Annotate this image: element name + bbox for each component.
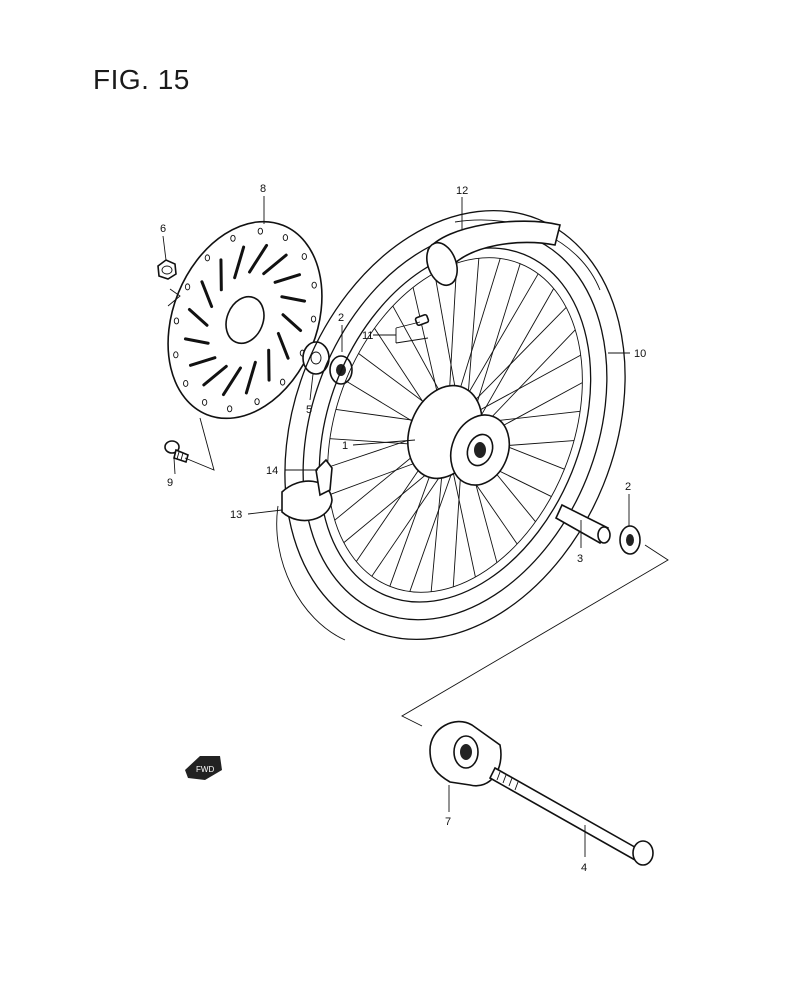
disc-hole: [230, 234, 236, 242]
disc-slot: [248, 243, 269, 274]
callout-9: 9: [167, 477, 173, 489]
disc-hole: [173, 351, 179, 359]
callout-12: 12: [456, 185, 468, 197]
disc-bracket-top: [167, 288, 181, 307]
callout-13: 13: [230, 509, 242, 521]
callout-2-right: 2: [625, 481, 631, 493]
spoke: [468, 288, 555, 437]
callout-14: 14: [266, 465, 278, 477]
forward-direction-marker: FWD: [185, 756, 222, 780]
callout-5: 5: [306, 404, 312, 416]
callout-3: 3: [577, 553, 583, 565]
leader-lines: [162, 196, 630, 857]
callout-7: 7: [445, 816, 451, 828]
nut: [157, 259, 177, 280]
axle-spacer: [554, 503, 611, 545]
disc-slot: [273, 273, 302, 284]
disc-hole: [279, 378, 286, 386]
figure-title: FIG. 15: [93, 64, 190, 95]
fwd-label: FWD: [196, 765, 214, 774]
disc-bracket-bottom: [184, 417, 215, 471]
brake-disc: [167, 220, 323, 420]
axle-guide-line: [401, 544, 669, 727]
callout-11: 11: [362, 330, 373, 342]
disc-hole: [311, 281, 317, 289]
callout-4: 4: [581, 862, 587, 874]
callout-10: 10: [634, 348, 646, 360]
disc-hole: [183, 380, 189, 387]
disc-hole: [257, 227, 263, 235]
disc-slot: [281, 313, 303, 332]
disc-slot: [187, 308, 209, 327]
bearing-right: [619, 525, 641, 555]
disc-slot: [188, 356, 217, 367]
callout-6: 6: [160, 223, 166, 235]
disc-bolt: [164, 440, 189, 464]
callout-2-left: 2: [338, 312, 344, 324]
axle-collar: [429, 720, 502, 787]
disc-hole: [184, 283, 191, 291]
disc-hole: [254, 398, 260, 406]
disc-slot: [280, 295, 307, 303]
callout-8: 8: [260, 183, 266, 195]
disc-hole: [227, 405, 233, 413]
disc-slot: [221, 366, 242, 397]
inner-tube-top: [426, 220, 561, 287]
disc-hole: [204, 254, 211, 262]
disc-hole: [282, 234, 289, 242]
disc-hole: [173, 317, 180, 325]
disc-hole: [301, 253, 307, 260]
callout-1: 1: [342, 440, 348, 452]
spoke-nipple: [414, 313, 430, 327]
wheel-hub: [407, 384, 511, 486]
tube-valve: [315, 458, 333, 497]
disc-hole: [201, 398, 208, 406]
disc-slot: [276, 331, 290, 360]
disc-slot: [233, 245, 246, 280]
disc-hole: [310, 315, 317, 323]
callout-labels: 8 6 2 5 9 12 11 10 1 14 13 2 3 7 4: [160, 183, 646, 874]
disc-slot: [183, 337, 210, 345]
front-axle: [488, 766, 654, 866]
disc-slot: [244, 360, 257, 395]
disc-slot: [262, 253, 288, 276]
disc-slot: [200, 280, 214, 309]
disc-slot: [202, 364, 228, 387]
